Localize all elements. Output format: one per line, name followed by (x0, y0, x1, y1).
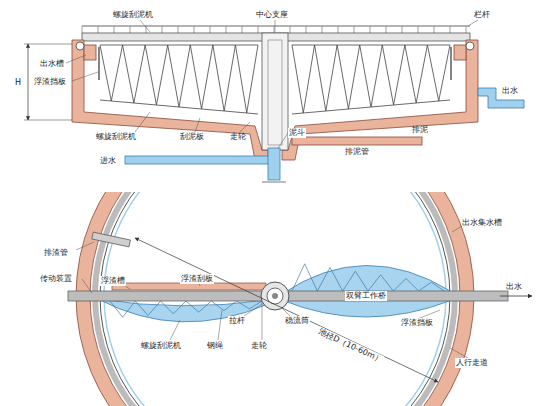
truss-web (292, 45, 450, 113)
railing-post (178, 26, 179, 33)
truss-chord (292, 45, 450, 46)
part-label: 池径D（10-60m） (316, 326, 385, 365)
part-label: 中心支座 (256, 10, 288, 20)
part-label: 浮渣挡板 (400, 318, 434, 328)
railing-post (242, 26, 243, 33)
part-label: 螺旋刮泥机 (140, 341, 182, 351)
plan-view (68, 97, 532, 406)
truss-chord (100, 100, 258, 114)
part-label: 排泥管 (345, 147, 369, 157)
railing-post (82, 26, 83, 33)
part-label: 走轮 (230, 132, 246, 142)
part-label: 浮渣槽 (100, 276, 126, 286)
part-label: 进水 (100, 156, 116, 166)
part-label: 螺旋刮泥机 (113, 10, 153, 20)
railing-post (434, 26, 435, 33)
part-label: 出水集水槽 (462, 218, 502, 228)
truss-web (110, 301, 262, 317)
railing-post (450, 26, 451, 33)
railing-post (226, 26, 227, 33)
railing-post (386, 26, 387, 33)
part-label: 出水 (502, 86, 518, 96)
truss-chord (292, 100, 450, 114)
part-label: 出水槽 (40, 59, 64, 69)
part-label: 稳流筒 (284, 316, 310, 326)
part-label: 螺旋刮泥机 (96, 132, 136, 142)
part-label: 排渣管 (44, 248, 68, 258)
railing-post (130, 26, 131, 33)
truss-chord (100, 45, 258, 46)
part-label: 人行走道 (455, 358, 489, 368)
railing-post (114, 26, 115, 33)
part-label: 走轮 (250, 341, 268, 351)
railing-post (354, 26, 355, 33)
part-label: 栏杆 (474, 10, 490, 20)
part-label: 刮泥板 (180, 132, 204, 142)
railing-post (274, 26, 275, 33)
part-label: 浮渣挡板 (34, 77, 66, 87)
railing-post (98, 26, 99, 33)
railing-post (210, 26, 211, 33)
section-view (24, 20, 524, 182)
truss-web (292, 264, 444, 291)
part-label: H (15, 78, 21, 88)
railing-post (370, 26, 371, 33)
part-label: 排泥 (412, 125, 428, 135)
railing-post (338, 26, 339, 33)
part-label: 出水 (506, 282, 522, 292)
railing-post (258, 26, 259, 33)
part-label: 钢绳 (206, 341, 224, 351)
railing-post (306, 26, 307, 33)
part-label: 拉杆 (228, 316, 246, 326)
railing-post (290, 26, 291, 33)
railing-post (322, 26, 323, 33)
railing-post (194, 26, 195, 33)
railing-post (402, 26, 403, 33)
railing-post (466, 26, 467, 33)
railing-post (162, 26, 163, 33)
part-label: 浮渣刮板 (180, 274, 214, 284)
railing-post (418, 26, 419, 33)
truss-web (100, 45, 258, 113)
part-label: 泥斗 (288, 128, 306, 138)
part-label: 传动装置 (40, 274, 72, 284)
part-label: 双臂工作桥 (345, 291, 387, 301)
